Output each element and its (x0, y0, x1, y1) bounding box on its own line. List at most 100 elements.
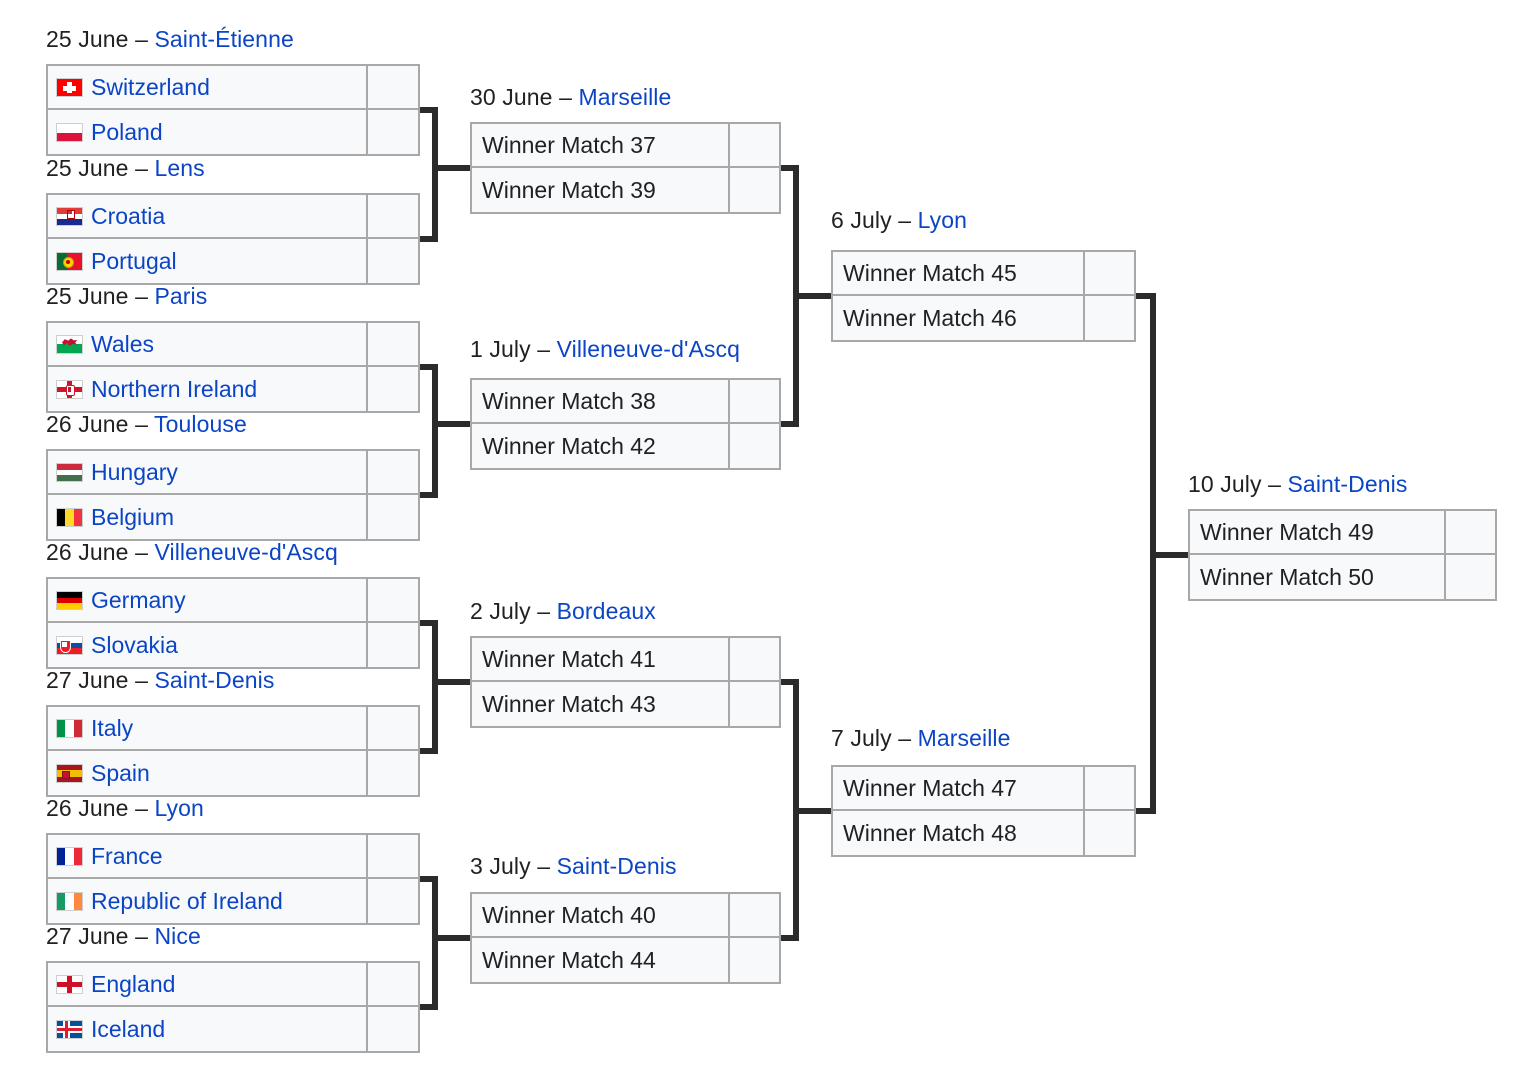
team-score-cell (1446, 511, 1495, 553)
connector-lower-arm (420, 236, 438, 242)
team-name-link[interactable]: Spain (91, 759, 150, 786)
team-name-link[interactable]: Switzerland (91, 73, 210, 100)
match-date: 6 July (831, 207, 892, 233)
match-row: Croatia (48, 195, 418, 239)
placeholder-team-name: Winner Match 50 (1200, 563, 1374, 590)
team-name-link[interactable]: Germany (91, 586, 186, 613)
connector-spine (432, 107, 438, 242)
team-name-cell: Portugal (48, 239, 368, 283)
match-row: Portugal (48, 239, 418, 283)
connector-outlet (793, 808, 831, 814)
flag-icon-northern-ireland (56, 379, 83, 399)
team-name-cell: Republic of Ireland (48, 879, 368, 923)
match-header: 25 June – Saint-Étienne (46, 28, 294, 51)
team-name-cell: Iceland (48, 1007, 368, 1051)
match-header: 2 July – Bordeaux (470, 600, 656, 623)
team-name-link[interactable]: Republic of Ireland (91, 887, 283, 914)
team-score-cell (368, 239, 418, 283)
match-venue-link[interactable]: Paris (154, 283, 208, 309)
header-separator: – (537, 598, 551, 624)
placeholder-team-name: Winner Match 49 (1200, 518, 1374, 545)
team-name-link[interactable]: Belgium (91, 503, 175, 530)
connector-outlet (432, 935, 470, 941)
match-row: France (48, 835, 418, 879)
team-score-cell (368, 110, 418, 154)
team-name-link[interactable]: Iceland (91, 1015, 166, 1042)
connector-spine (432, 364, 438, 498)
connector-upper-arm (781, 165, 799, 171)
match-venue-link[interactable]: Nice (154, 923, 201, 949)
team-name-link[interactable]: Poland (91, 118, 163, 145)
match-table: Winner Match 37 Winner Match 39 (470, 122, 781, 214)
match-venue-link[interactable]: Villeneuve-d'Ascq (154, 539, 338, 565)
connector-upper-arm (420, 620, 438, 626)
connector-spine (432, 620, 438, 754)
team-name-cell: England (48, 963, 368, 1005)
flag-icon-iceland (56, 1019, 83, 1039)
team-name-cell: Spain (48, 751, 368, 795)
connector-outlet (432, 165, 470, 171)
connector-lower-arm (781, 421, 799, 427)
match-date: 27 June (46, 667, 129, 693)
placeholder-team-name: Winner Match 39 (482, 176, 656, 203)
match-venue-link[interactable]: Saint-Denis (556, 853, 677, 879)
team-name-cell: Wales (48, 323, 368, 365)
match-venue-link[interactable]: Marseille (917, 725, 1011, 751)
team-name-link[interactable]: Northern Ireland (91, 375, 258, 402)
team-name-link[interactable]: Wales (91, 330, 155, 357)
team-name-link[interactable]: Croatia (91, 202, 166, 229)
placeholder-team-name: Winner Match 37 (482, 131, 656, 158)
team-score-cell (368, 495, 418, 539)
team-score-cell (730, 682, 779, 726)
team-name-link[interactable]: Slovakia (91, 631, 178, 658)
team-name-cell: Hungary (48, 451, 368, 493)
match-venue-link[interactable]: Marseille (578, 84, 672, 110)
match-venue-link[interactable]: Lyon (917, 207, 968, 233)
team-score-cell (730, 638, 779, 680)
match-date: 25 June (46, 155, 129, 181)
connector-upper-arm (1136, 293, 1156, 299)
match-venue-link[interactable]: Saint-Denis (1287, 471, 1408, 497)
connector-outlet (793, 293, 831, 299)
match-row: Republic of Ireland (48, 879, 418, 923)
flag-icon-france (56, 846, 83, 866)
match-venue-link[interactable]: Lens (154, 155, 205, 181)
match-venue-link[interactable]: Lyon (154, 795, 204, 821)
match-date: 26 June (46, 795, 129, 821)
match-venue-link[interactable]: Saint-Denis (154, 667, 275, 693)
connector-outlet (1150, 552, 1188, 558)
flag-icon-wales (56, 334, 83, 354)
match-header: 26 June – Lyon (46, 797, 204, 820)
team-name-link[interactable]: France (91, 842, 163, 869)
match-venue-link[interactable]: Bordeaux (556, 598, 656, 624)
team-score-cell (730, 424, 779, 468)
match-header: 6 July – Lyon (831, 209, 967, 232)
connector-lower-arm (420, 492, 438, 498)
match-row: Hungary (48, 451, 418, 495)
team-name-link[interactable]: England (91, 970, 176, 997)
placeholder-team-name: Winner Match 41 (482, 645, 656, 672)
match-venue-link[interactable]: Toulouse (154, 411, 247, 437)
header-separator: – (135, 923, 148, 949)
team-name-link[interactable]: Italy (91, 714, 134, 741)
match-header: 3 July – Saint-Denis (470, 855, 677, 878)
connector-upper-arm (420, 107, 438, 113)
match-venue-link[interactable]: Villeneuve-d'Ascq (556, 336, 740, 362)
match-date: 30 June (470, 84, 553, 110)
team-name-cell: Slovakia (48, 623, 368, 667)
team-name-cell: Winner Match 42 (472, 424, 730, 468)
match-date: 26 June (46, 411, 129, 437)
team-name-link[interactable]: Hungary (91, 458, 178, 485)
match-header: 25 June – Paris (46, 285, 207, 308)
team-score-cell (1085, 767, 1134, 809)
match-venue-link[interactable]: Saint-Étienne (154, 26, 294, 52)
team-name-link[interactable]: Portugal (91, 247, 177, 274)
header-separator: – (135, 26, 148, 52)
match-header: 10 July – Saint-Denis (1188, 473, 1407, 496)
